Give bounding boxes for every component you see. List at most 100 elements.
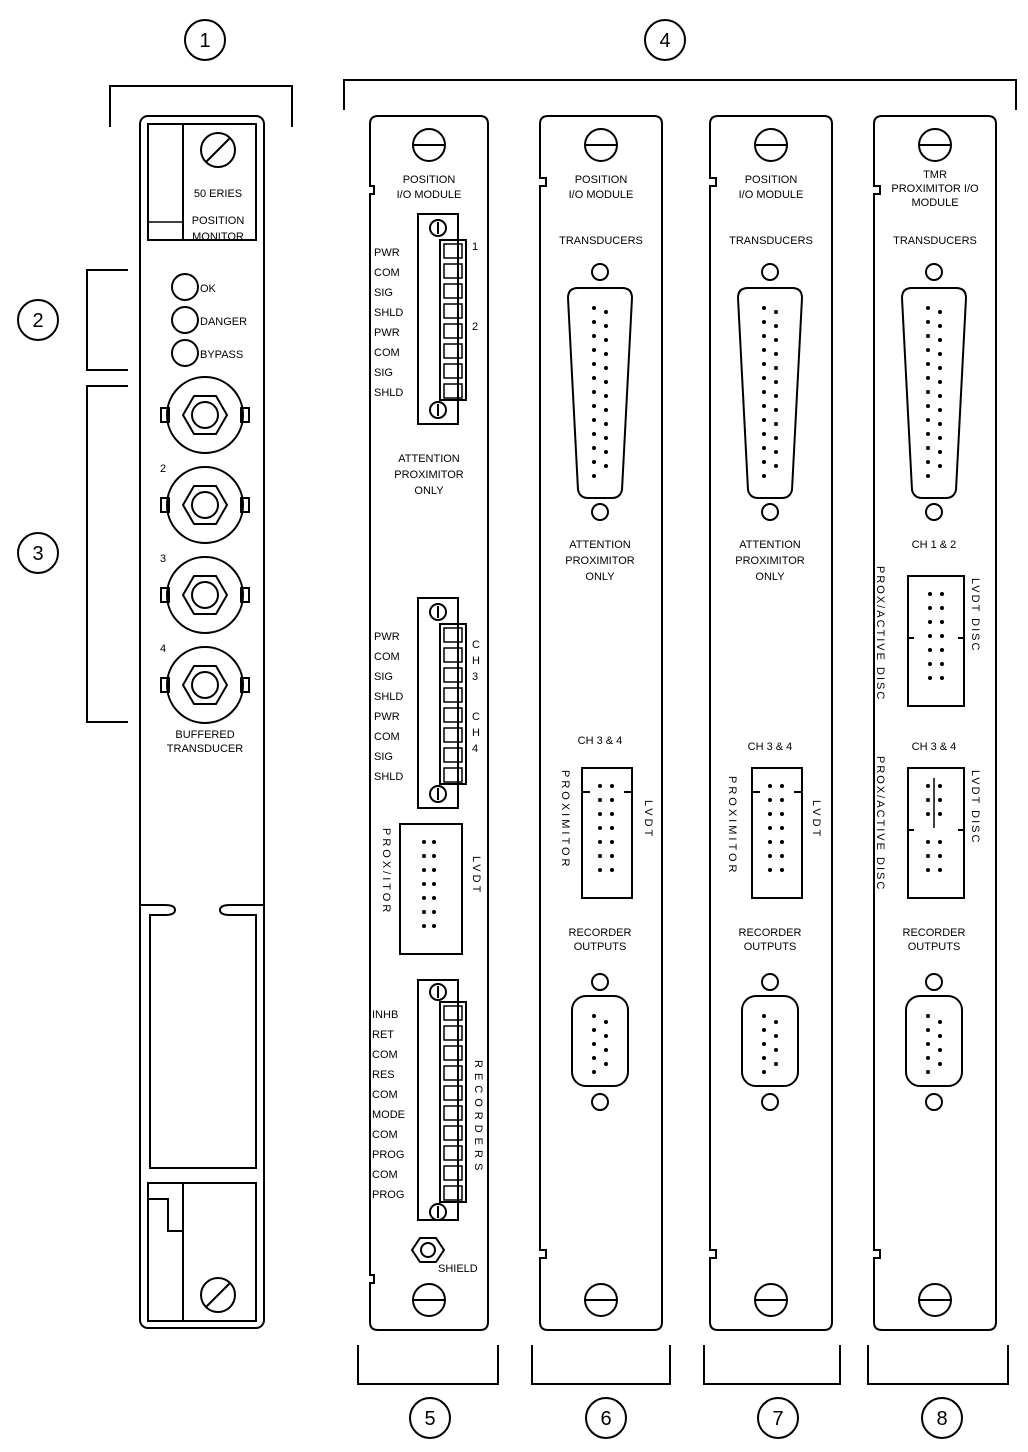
svg-text:PROX/ITOR: PROX/ITOR — [380, 828, 392, 915]
svg-text:COM: COM — [374, 347, 400, 359]
svg-text:ATTENTION: ATTENTION — [569, 539, 631, 551]
svg-text:I/O MODULE: I/O MODULE — [739, 189, 804, 201]
led-ok: OK — [171, 273, 217, 301]
svg-text:RECORDER: RECORDER — [739, 927, 802, 939]
io-module-8: TMR PROXIMITOR I/O MODULE TRANSDUCERS CH… — [873, 115, 997, 1331]
callout-6: 6 — [585, 1397, 627, 1439]
screw-icon — [584, 128, 618, 162]
svg-text:RES: RES — [372, 1069, 395, 1081]
svg-text:4: 4 — [472, 743, 478, 755]
bracket-5 — [357, 1345, 499, 1385]
callout-1: 1 — [184, 19, 226, 61]
svg-text:2: 2 — [160, 463, 166, 475]
svg-text:LVDT DISC: LVDT DISC — [969, 770, 981, 844]
svg-text:PROXIMITOR: PROXIMITOR — [735, 555, 805, 567]
svg-text:COM: COM — [372, 1169, 398, 1181]
svg-text:7: 7 — [772, 1408, 783, 1430]
svg-text:2: 2 — [32, 310, 43, 332]
svg-text:OUTPUTS: OUTPUTS — [908, 941, 961, 953]
bracket-7 — [703, 1345, 841, 1385]
bracket-1 — [109, 85, 293, 127]
svg-text:3: 3 — [472, 671, 478, 683]
svg-text:RECORDER: RECORDER — [569, 927, 632, 939]
svg-text:BYPASS: BYPASS — [200, 349, 243, 361]
svg-text:OUTPUTS: OUTPUTS — [574, 941, 627, 953]
svg-text:COM: COM — [372, 1089, 398, 1101]
svg-text:MODE: MODE — [372, 1109, 405, 1121]
svg-text:LVDT: LVDT — [470, 856, 482, 895]
shield-nut — [410, 1237, 446, 1263]
callout-4: 4 — [644, 19, 686, 61]
svg-text:50 ERIES: 50 ERIES — [194, 188, 242, 200]
bnc-connector-2: 2 — [160, 463, 250, 544]
dsub-9-connector — [741, 995, 799, 1087]
bnc-connector-4: 4 — [160, 643, 250, 724]
svg-text:PROXIMITOR: PROXIMITOR — [565, 555, 635, 567]
svg-text:POSITION: POSITION — [575, 174, 628, 186]
svg-text:COM: COM — [372, 1129, 398, 1141]
svg-text:3: 3 — [160, 553, 166, 565]
svg-text:C: C — [472, 711, 480, 723]
svg-text:RECORDER: RECORDER — [903, 927, 966, 939]
svg-text:C: C — [472, 639, 480, 651]
svg-text:2: 2 — [472, 321, 478, 333]
svg-text:MONITOR: MONITOR — [192, 231, 244, 243]
io-module-6: POSITION I/O MODULE TRANSDUCERS ATTENTIO… — [539, 115, 663, 1331]
svg-text:SIG: SIG — [374, 671, 393, 683]
svg-text:POSITION: POSITION — [745, 174, 798, 186]
dsub-37-connector — [566, 287, 634, 499]
callout-7: 7 — [757, 1397, 799, 1439]
screw-icon — [754, 1283, 788, 1317]
svg-text:OUTPUTS: OUTPUTS — [744, 941, 797, 953]
svg-text:PROX/ACTIVE DISC: PROX/ACTIVE DISC — [874, 756, 886, 891]
svg-text:PROXIMITOR I/O: PROXIMITOR I/O — [891, 183, 979, 195]
svg-text:SHLD: SHLD — [374, 691, 403, 703]
led-danger: DANGER — [171, 306, 247, 334]
svg-text:CH 1 & 2: CH 1 & 2 — [912, 539, 957, 551]
svg-text:5: 5 — [424, 1408, 435, 1430]
svg-text:ONLY: ONLY — [585, 571, 615, 583]
svg-text:PROXIMITOR: PROXIMITOR — [559, 770, 571, 869]
screw-icon — [754, 128, 788, 162]
svg-text:PWR: PWR — [374, 711, 400, 723]
svg-text:PROG: PROG — [372, 1149, 404, 1161]
svg-text:1: 1 — [472, 241, 478, 253]
dsub-pins — [592, 306, 608, 478]
svg-text:COM: COM — [372, 1049, 398, 1061]
svg-text:PROXIMITOR: PROXIMITOR — [726, 776, 738, 875]
io-module-5: POSITION I/O MODULE PWR COM SIG SHLD PWR… — [369, 115, 489, 1331]
svg-text:CH 3 & 4: CH 3 & 4 — [748, 741, 793, 753]
dsub-37-connector — [736, 287, 804, 499]
callout-8: 8 — [921, 1397, 963, 1439]
svg-text:DANGER: DANGER — [200, 316, 247, 328]
svg-text:PWR: PWR — [374, 247, 400, 259]
bracket-2 — [86, 269, 128, 371]
svg-text:SIG: SIG — [374, 751, 393, 763]
led-bypass: BYPASS — [171, 339, 243, 367]
svg-text:TRANSDUCERS: TRANSDUCERS — [729, 235, 813, 247]
bracket-4 — [343, 79, 1017, 110]
screw-icon — [918, 1283, 952, 1317]
svg-text:3: 3 — [32, 543, 43, 565]
screw-icon — [200, 132, 236, 168]
bnc-connector-1 — [160, 376, 250, 454]
svg-text:4: 4 — [160, 643, 166, 655]
svg-text:SHLD: SHLD — [374, 307, 403, 319]
screw-icon — [200, 1277, 236, 1313]
svg-text:TRANSDUCERS: TRANSDUCERS — [893, 235, 977, 247]
svg-text:CH 3 & 4: CH 3 & 4 — [578, 735, 623, 747]
svg-text:LVDT: LVDT — [642, 800, 654, 839]
svg-text:SHLD: SHLD — [374, 771, 403, 783]
svg-text:I/O MODULE: I/O MODULE — [397, 189, 462, 201]
svg-text:H: H — [472, 655, 480, 667]
callout-3: 3 — [17, 532, 59, 574]
svg-text:POSITION: POSITION — [403, 174, 456, 186]
svg-text:SIG: SIG — [374, 367, 393, 379]
svg-text:POSITION: POSITION — [192, 215, 245, 227]
screw-icon — [412, 128, 446, 162]
svg-text:COM: COM — [374, 731, 400, 743]
svg-text:MODULE: MODULE — [911, 197, 958, 209]
dsub-9-connector — [905, 995, 963, 1087]
bracket-8 — [867, 1345, 1009, 1385]
